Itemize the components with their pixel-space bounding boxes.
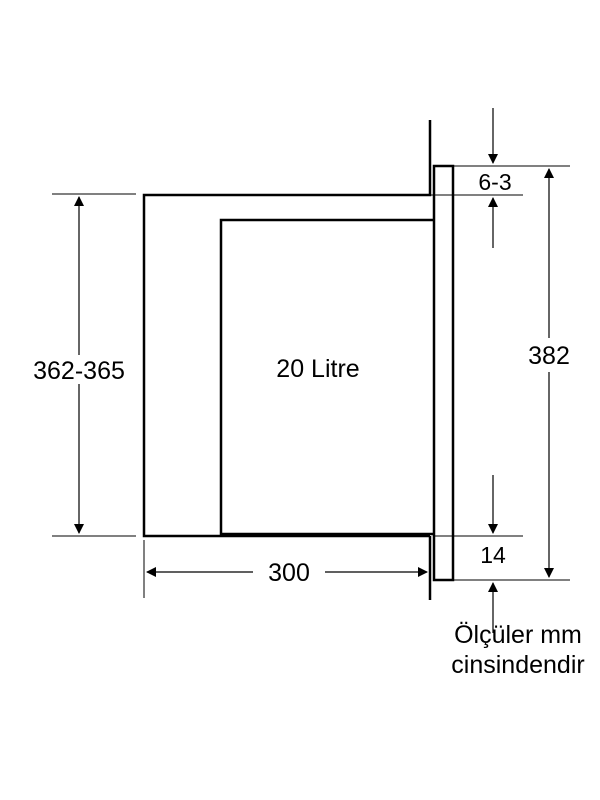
- units-note-line1: Ölçüler mm: [454, 621, 582, 649]
- appliance-body: [219, 218, 434, 536]
- cavity-label: 20 Litre: [276, 355, 359, 383]
- extension-lines: [52, 165, 570, 598]
- units-note-line2: cinsindendir: [451, 651, 584, 679]
- front-panel: [432, 164, 455, 582]
- niche-outline: [142, 120, 432, 538]
- total-height-label: 382: [528, 342, 570, 370]
- niche-height-label: 362-365: [33, 357, 125, 385]
- top-gap-label: 6-3: [478, 169, 511, 195]
- depth-label: 300: [268, 559, 310, 587]
- bottom-gap-label: 14: [480, 542, 506, 568]
